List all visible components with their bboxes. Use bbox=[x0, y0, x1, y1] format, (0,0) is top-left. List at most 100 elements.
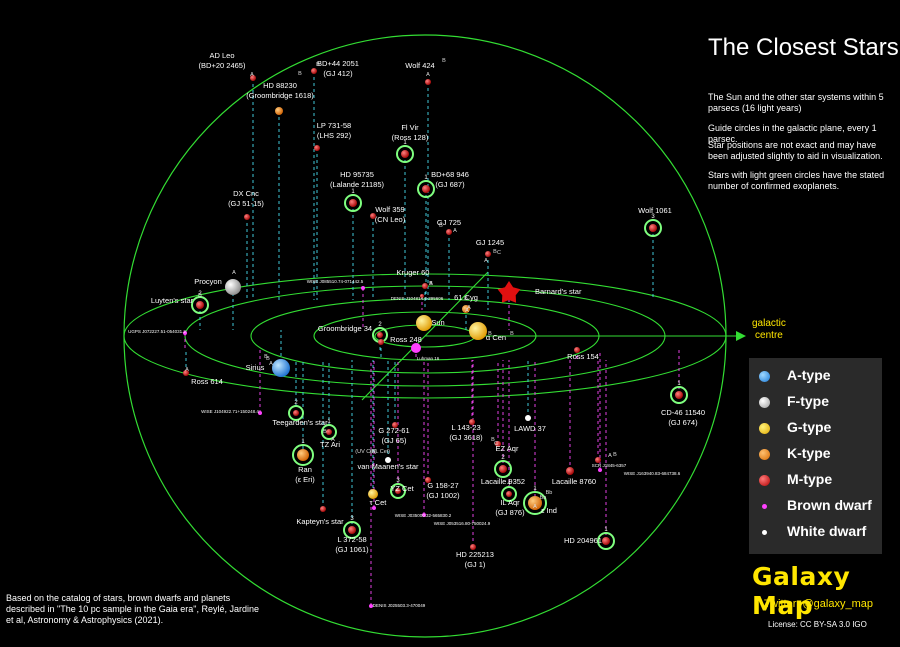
star-label-l143: (GJ 3618) bbox=[449, 433, 483, 442]
star-label-vanmaanen: van Maanen's star bbox=[357, 462, 419, 471]
galactic-centre-label: galactic centre bbox=[752, 318, 786, 342]
star-label-hd225213: HD 225213 bbox=[456, 550, 494, 559]
exoplanet-ring-wolf1061 bbox=[644, 219, 662, 237]
star-ad-leo bbox=[250, 75, 256, 81]
star-label-gj272: (GJ 65) bbox=[381, 436, 407, 445]
planet-count-luytens: 2 bbox=[198, 291, 202, 297]
galactic-centre-line2: centre bbox=[755, 330, 783, 341]
star-ugps0722 bbox=[183, 331, 187, 335]
star-label-ilaqr: IL Aqr bbox=[500, 498, 520, 507]
companion-label: Ba bbox=[540, 495, 548, 501]
white-dwarf-swatch-icon bbox=[762, 530, 767, 535]
star-label-denis1048: DENIS J104814.6-395606 bbox=[391, 296, 444, 301]
star-label-g158: (GJ 1002) bbox=[426, 491, 460, 500]
star-eind bbox=[528, 496, 542, 510]
info-text-4: Stars with light green circles have the … bbox=[708, 170, 885, 191]
companion-label: A bbox=[232, 270, 236, 276]
exoplanet-ring-ilaqr bbox=[501, 486, 517, 502]
star-tcet bbox=[368, 489, 378, 499]
star-label-scr1845: SCR J1845-6357 bbox=[592, 463, 627, 468]
legend-a-type: A-type bbox=[749, 363, 882, 389]
companion-label: B bbox=[488, 331, 492, 337]
star-wise1049 bbox=[258, 411, 262, 415]
star-luhman16 bbox=[411, 343, 421, 353]
f-type-swatch-icon bbox=[759, 397, 770, 408]
star-wolf1061 bbox=[649, 224, 657, 232]
companion-label: B bbox=[264, 354, 268, 360]
star-procyon bbox=[225, 279, 241, 295]
companion-label: B bbox=[439, 223, 443, 229]
exoplanet-ring-luytens bbox=[191, 296, 209, 314]
planet-count-teegarden: 2 bbox=[294, 400, 298, 406]
companion-label: B bbox=[442, 58, 446, 64]
info-text-2: Guide circles in the galactic plane, eve… bbox=[708, 123, 877, 144]
star-label-ad-leo: AD Leo bbox=[209, 51, 234, 60]
star-wise1639 bbox=[598, 468, 602, 472]
star-label-ran: Ran bbox=[298, 465, 312, 474]
star-label-lawd37: LAWD 37 bbox=[514, 424, 546, 433]
star-label-l143: L 143-23 bbox=[451, 423, 480, 432]
companion-label: A bbox=[608, 453, 612, 459]
companion-label: A bbox=[453, 228, 457, 234]
star-wolf359 bbox=[370, 213, 376, 219]
exoplanet-ring-yzcet bbox=[390, 483, 406, 499]
planet-count-bd68: 1 bbox=[424, 175, 428, 181]
star-label-lp731: LP 731-58 bbox=[317, 121, 351, 130]
exoplanet-ring-bd68 bbox=[417, 180, 435, 198]
star-label-ugps0722: UGPS J072227.51-054031.2 bbox=[128, 329, 186, 334]
star-label-g158: G 158-27 bbox=[427, 481, 458, 490]
planet-count-hd95735: 1 bbox=[351, 189, 355, 195]
exoplanet-ring-hd204961 bbox=[597, 532, 615, 550]
companion-label: A bbox=[484, 258, 488, 264]
planet-count-flvir: 1 bbox=[403, 140, 407, 146]
companion-label: B bbox=[491, 437, 495, 443]
planet-count-l372: 3 bbox=[350, 516, 354, 522]
star-g158 bbox=[425, 477, 431, 483]
star-hd225213 bbox=[470, 544, 476, 550]
companion-label: A bbox=[467, 305, 471, 311]
star-label-cd46: (GJ 674) bbox=[668, 418, 698, 427]
star-label-denis0255: DENIS J025503.3-470049 bbox=[373, 603, 426, 608]
star-tzari bbox=[326, 429, 332, 435]
brand-logo: Galaxy Map bbox=[752, 562, 851, 620]
legend-f-type: F-type bbox=[749, 389, 882, 415]
twitter-handle: Twitter: @galaxy_map bbox=[764, 598, 873, 610]
star-label-ross248: Ross 248 bbox=[390, 335, 422, 344]
star-label-yzcet: YZ Cet bbox=[390, 484, 414, 493]
star-flvir bbox=[401, 150, 409, 158]
star-hd204961 bbox=[602, 537, 610, 545]
star-stems bbox=[184, 71, 680, 606]
star-label-hd95735: (Lalande 21185) bbox=[330, 180, 385, 189]
star-ezaqr bbox=[495, 441, 501, 447]
star-hd88230 bbox=[275, 107, 283, 115]
star-scr1845 bbox=[595, 457, 601, 463]
exoplanet-ring-l372 bbox=[343, 521, 361, 539]
star-label-wolf424: Wolf 424 bbox=[405, 61, 434, 70]
page-title: The Closest Stars bbox=[708, 34, 899, 61]
planet-count-ran: 1 bbox=[301, 439, 305, 445]
companion-label: B bbox=[266, 356, 270, 362]
legend: A-type F-type G-type K-type M-type Brown… bbox=[749, 358, 882, 554]
companion-label: B bbox=[493, 249, 497, 255]
star-lp731 bbox=[314, 145, 320, 151]
star-acen bbox=[469, 322, 487, 340]
star-label-gj1245: GJ 1245 bbox=[476, 238, 504, 247]
star-label-ezaqr: EZ Aqr bbox=[496, 444, 519, 453]
star-label-sun: Sun bbox=[431, 318, 444, 327]
star-label-ross154: Ross 154 bbox=[567, 352, 599, 361]
star-label-eind: ε Ind bbox=[541, 506, 557, 515]
star-label-acen: α Cen bbox=[486, 333, 506, 342]
star-ilaqr bbox=[506, 491, 512, 497]
companion-label: A bbox=[429, 281, 433, 287]
star-gj272 bbox=[392, 422, 398, 428]
legend-label: A-type bbox=[787, 367, 831, 383]
planet-count-lacaille9352: 2 bbox=[501, 455, 505, 461]
star-vanmaanen bbox=[385, 457, 391, 463]
star-luytens bbox=[196, 301, 204, 309]
legend-label: White dwarf bbox=[787, 523, 867, 539]
g-type-swatch-icon bbox=[759, 423, 770, 434]
star-lacaille9352 bbox=[499, 465, 507, 473]
exoplanet-ring-eind bbox=[523, 491, 547, 515]
